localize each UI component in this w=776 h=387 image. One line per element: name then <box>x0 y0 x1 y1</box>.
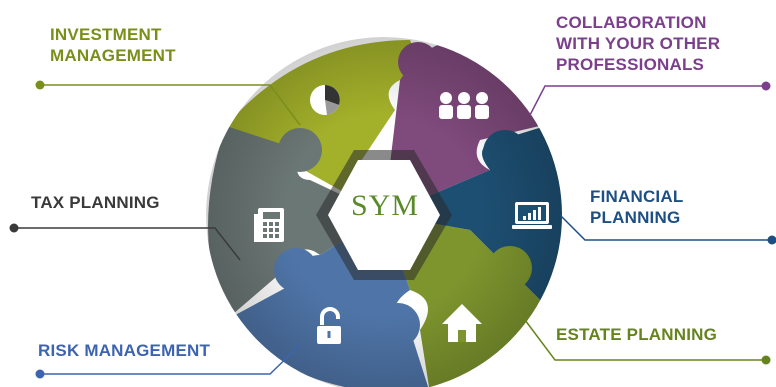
label-risk-management: RISK MANAGEMENT <box>38 340 210 361</box>
house-icon <box>442 304 482 342</box>
connector-dot-collaboration <box>761 81 771 91</box>
label-line: INVESTMENT <box>50 25 162 44</box>
padlock-icon <box>317 307 341 344</box>
label-line: PROFESSIONALS <box>556 55 705 74</box>
connector-tax <box>14 227 241 261</box>
center-hexagon <box>328 160 440 270</box>
label-line: PLANNING <box>590 208 681 227</box>
label-line: TAX PLANNING <box>31 193 160 212</box>
connector-dot-risk <box>35 369 45 379</box>
connector-risk <box>40 344 301 375</box>
people-group-icon <box>439 92 489 119</box>
connector-estate <box>524 319 770 361</box>
connector-investment <box>40 84 301 126</box>
center-logo-text: SYM <box>350 189 420 222</box>
label-estate-planning: ESTATE PLANNING <box>556 324 717 345</box>
label-line: WITH YOUR OTHER <box>556 34 721 53</box>
connector-dot-estate <box>761 355 771 365</box>
calculator-icon <box>254 208 284 242</box>
label-collaboration: COLLABORATION WITH YOUR OTHER PROFESSION… <box>556 12 720 75</box>
label-line: FINANCIAL <box>590 187 684 206</box>
pie-chart-icon <box>310 85 340 115</box>
connector-dot-financial <box>767 235 776 245</box>
label-line: RISK MANAGEMENT <box>38 341 211 360</box>
label-tax-planning: TAX PLANNING <box>31 192 160 213</box>
connector-dot-tax <box>9 223 19 233</box>
label-line: COLLABORATION <box>556 13 707 32</box>
laptop-chart-icon <box>512 202 552 229</box>
label-investment-management: INVESTMENT MANAGEMENT <box>50 24 176 66</box>
label-line: ESTATE PLANNING <box>556 325 718 344</box>
label-financial-planning: FINANCIAL PLANNING <box>590 186 683 228</box>
connector-financial <box>559 214 776 241</box>
connector-dot-investment <box>35 80 45 90</box>
label-line: MANAGEMENT <box>50 46 176 65</box>
connector-collaboration <box>529 85 766 116</box>
